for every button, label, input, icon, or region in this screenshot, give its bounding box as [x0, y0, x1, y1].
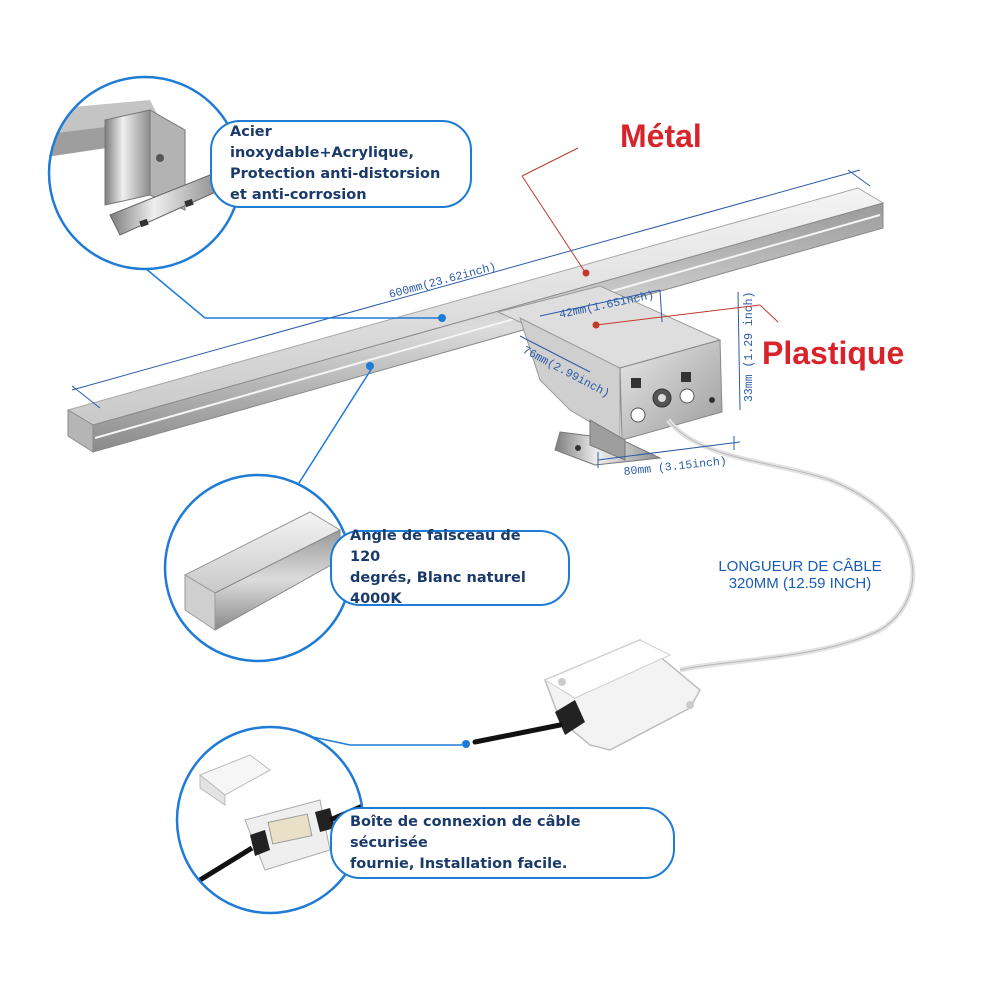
cable-length-line-1: LONGUEUR DE CÂBLE [718, 558, 882, 575]
mounting-bracket [496, 285, 916, 673]
zoom-circle-junction [175, 725, 365, 915]
callout-beam-line-2: degrés, Blanc naturel 4000K [350, 570, 526, 607]
callout-material-line-2: Protection anti-distorsion [230, 166, 441, 182]
callout-material-line-3: et anti-corrosion [230, 187, 367, 203]
callout-material: Acier inoxydable+Acrylique, Protection a… [210, 120, 472, 208]
plastic-pointer-dot [592, 321, 600, 329]
light-bar [66, 187, 885, 453]
callout-beam: Angle de faisceau de 120 degrés, Blanc n… [330, 528, 570, 607]
dim-height: 33mm (1.29 inch) [743, 292, 756, 402]
callout-beam-line-1: Angle de faisceau de 120 [350, 528, 521, 565]
callout-junction-line-2: fournie, Installation facile. [350, 855, 568, 872]
label-plastic: Plastique [762, 335, 905, 371]
callout-junction: Boîte de connexion de câble sécurisée fo… [330, 807, 675, 879]
callout-junction-line-1: Boîte de connexion de câble sécurisée [350, 813, 581, 851]
material-pointers [521, 147, 779, 329]
cable-length-line-2: 320MM (12.59 INCH) [728, 575, 872, 592]
callout-material-line-1: Acier inoxydable+Acrylique, [230, 124, 414, 161]
callout-beam-text: Angle de faisceau de 120 degrés, Blanc n… [350, 526, 550, 610]
junction-box [462, 639, 701, 751]
callout-junction-text: Boîte de connexion de câble sécurisée fo… [350, 812, 655, 875]
zoom-circle-bracket [47, 75, 243, 271]
metal-pointer-dot [582, 269, 590, 277]
label-metal: Métal [620, 118, 702, 154]
cable-length-label: LONGUEUR DE CÂBLE 320MM (12.59 INCH) [700, 558, 900, 592]
dimension-lines [71, 169, 871, 468]
callout-material-text: Acier inoxydable+Acrylique, Protection a… [230, 122, 452, 206]
zoom-circle-bar-end [163, 473, 353, 663]
